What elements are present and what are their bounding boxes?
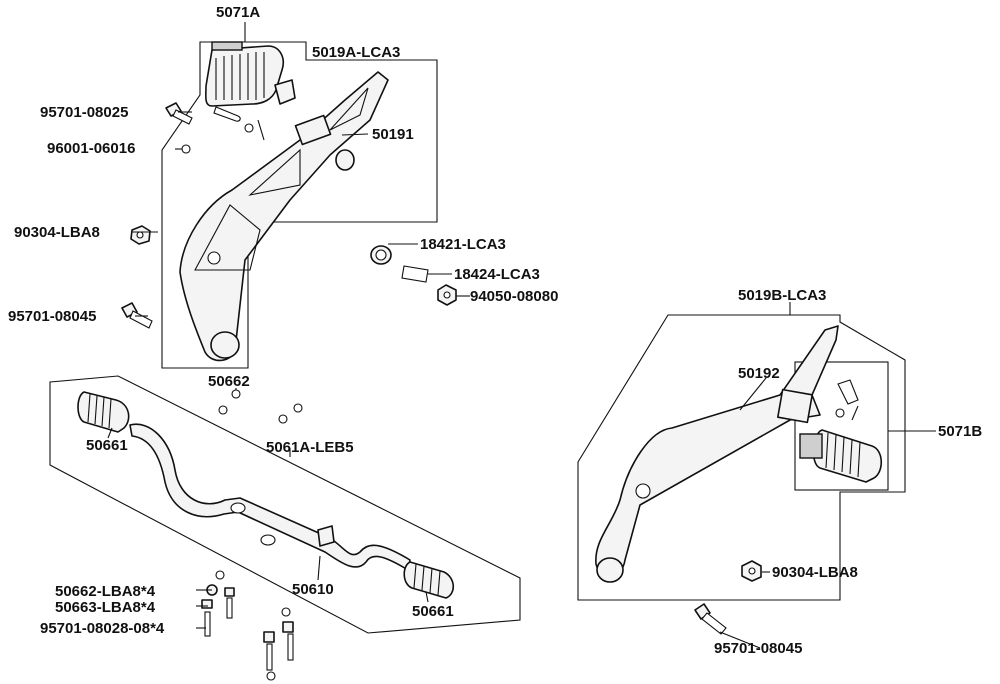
label-90304-LBA8-top: 90304-LBA8 [14, 224, 100, 241]
nuts-50662 [218, 389, 303, 424]
group-5071B-box [794, 361, 889, 491]
label-5019A-LCA3: 5019A-LCA3 [312, 44, 400, 61]
group-outlines [49, 41, 906, 634]
label-50661-right: 50661 [412, 603, 454, 620]
bushing-18421-LCA3 [370, 245, 392, 265]
label-50191: 50191 [372, 126, 414, 143]
label-50663-LBA8-4: 50663-LBA8*4 [55, 599, 156, 616]
label-50662: 50662 [208, 373, 250, 390]
label-50661-left: 50661 [86, 437, 128, 454]
bracket-50192 [595, 325, 839, 583]
footpeg-5071B [799, 379, 883, 483]
washer-96001-06016 [181, 144, 191, 154]
rubber-50661-right [403, 561, 455, 599]
label-96001-06016: 96001-06016 [47, 140, 135, 157]
fasteners-cluster-bottom [201, 570, 294, 681]
group-5061A-outline [49, 375, 521, 634]
rubber-50661-left [77, 391, 130, 433]
nut-90304-LBA8-top [130, 225, 151, 245]
label-95701-08045-bottom: 95701-08045 [714, 640, 802, 657]
label-90304-LBA8-right: 90304-LBA8 [772, 564, 858, 581]
nut-94050-08080 [437, 284, 457, 306]
sleeve-18424-LCA3 [401, 265, 429, 283]
label-95701-08028-08-4: 95701-08028-08*4 [40, 620, 165, 637]
label-5019B-LCA3: 5019B-LCA3 [738, 287, 826, 304]
bolt-95701-08025 [165, 102, 193, 125]
label-95701-08025: 95701-08025 [40, 104, 128, 121]
footpeg-5071A [204, 41, 296, 141]
label-5071B: 5071B [938, 423, 982, 440]
label-18421-LCA3: 18421-LCA3 [420, 236, 506, 253]
label-95701-08045-top: 95701-08045 [8, 308, 96, 325]
label-50662-LBA8-4: 50662-LBA8*4 [55, 583, 156, 600]
bolt-95701-08045-bottom [694, 603, 727, 635]
label-18424-LCA3: 18424-LCA3 [454, 266, 540, 283]
label-94050-08080: 94050-08080 [470, 288, 558, 305]
group-5019B-outline [577, 314, 906, 601]
label-5071A: 5071A [216, 4, 260, 21]
nut-90304-LBA8-right [741, 560, 762, 582]
labels: 5071A 5019A-LCA3 95701-08025 96001-06016… [8, 4, 982, 657]
leader-lines [107, 22, 936, 649]
label-50192: 50192 [738, 365, 780, 382]
bolt-95701-08045-top [121, 302, 153, 329]
label-5061A-LEB5: 5061A-LEB5 [266, 439, 354, 456]
bracket-50191 [179, 71, 389, 362]
label-50610: 50610 [292, 581, 334, 598]
